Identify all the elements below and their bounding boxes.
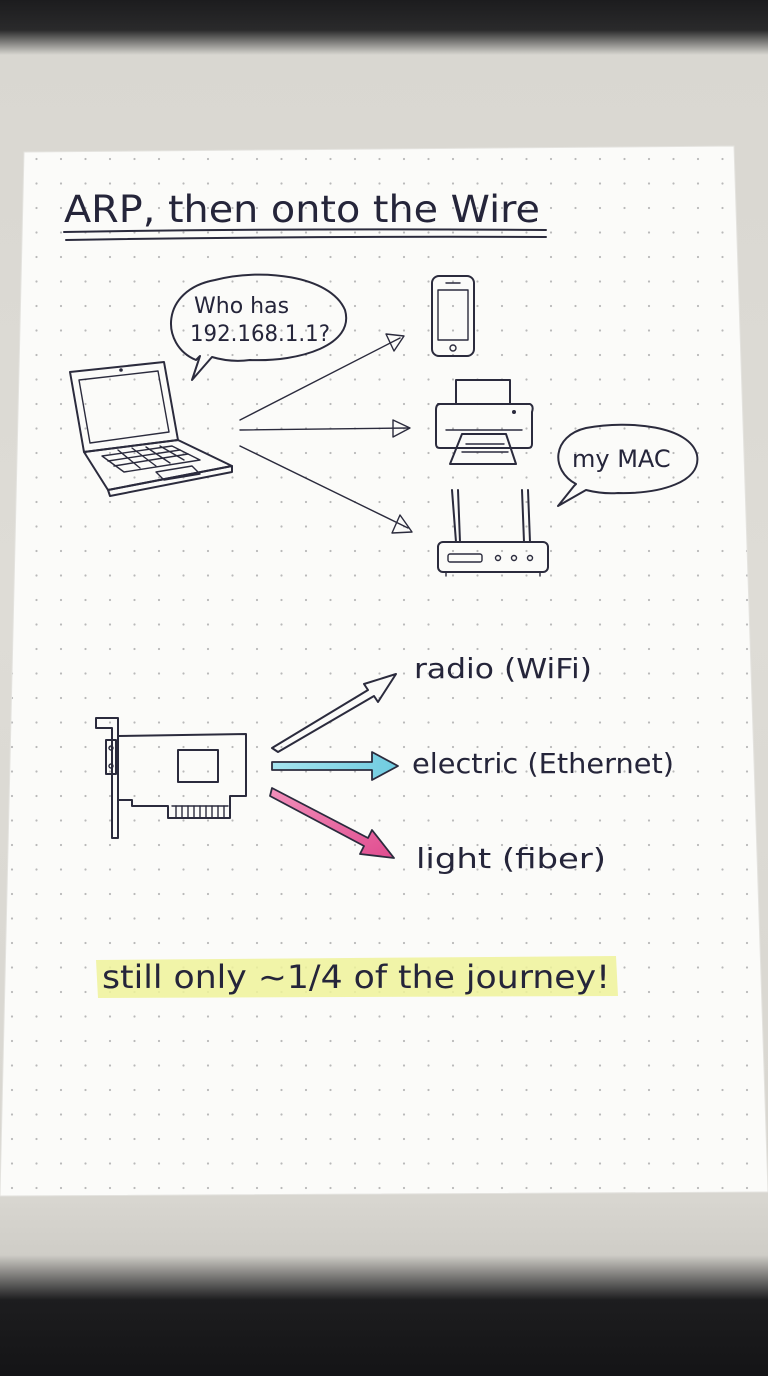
arp-request-line-2: 192.168.1.1? (190, 322, 330, 347)
title-underline (63, 228, 547, 233)
paper-sheet (0, 145, 768, 1197)
broadcast-arrows (239, 333, 413, 534)
title-underline-second (65, 235, 547, 241)
wifi-label: radio (WiFi) (414, 652, 592, 685)
arp-reply-text: my MAC (572, 445, 671, 473)
arp-request-line-1: Who has (194, 294, 289, 319)
network-card-icon (95, 717, 247, 839)
footer-note: still only ~1/4 of the journey! (102, 958, 610, 996)
page-title: ARP, then onto the Wire (64, 188, 540, 231)
arp-reply-bubble: my MAC (557, 423, 699, 507)
fiber-label: light (fiber) (416, 842, 606, 875)
laptop-icon (69, 361, 233, 497)
wifi-arrow (271, 673, 397, 753)
printer-icon (435, 379, 534, 465)
ethernet-label: electric (Ethernet) (412, 747, 674, 780)
fiber-arrow (269, 787, 395, 859)
footer-highlight (96, 956, 618, 998)
smartphone-icon (431, 275, 475, 357)
router-icon (437, 489, 549, 577)
arp-request-bubble: Who has 192.168.1.1? (170, 273, 348, 381)
ethernet-arrow (271, 751, 399, 781)
